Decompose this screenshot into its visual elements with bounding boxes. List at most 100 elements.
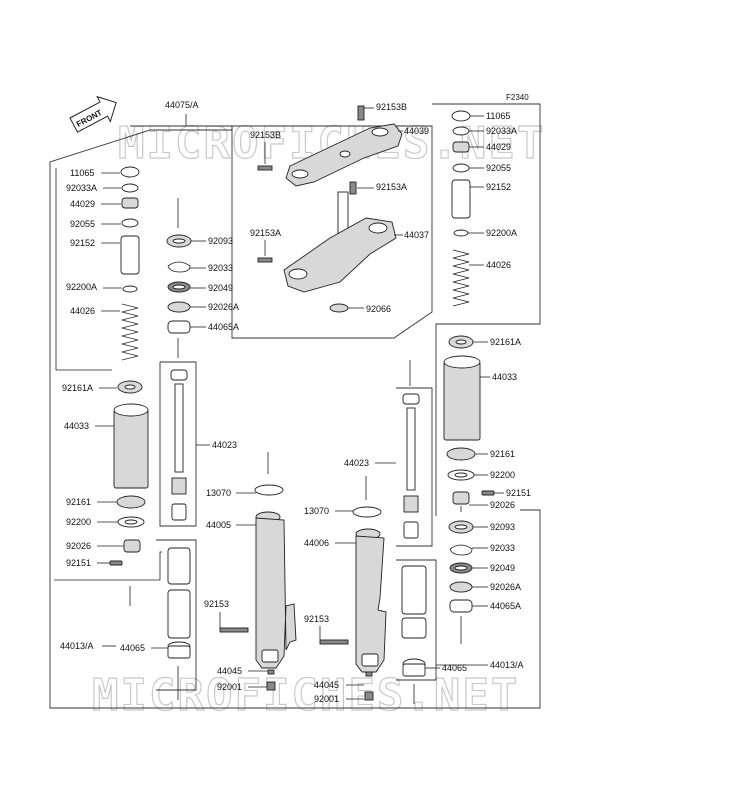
bolt-92153b-top (357, 105, 365, 121)
label-c-13070: 13070 (206, 488, 231, 498)
spring-44026 (121, 303, 139, 361)
label-r-92033a: 92033A (486, 126, 517, 136)
cover-44033-r (443, 361, 481, 441)
clip-92033-r (449, 544, 473, 556)
ring-13070-b (352, 506, 382, 518)
label-r-44026: 44026 (486, 260, 511, 270)
triple-clamp-frame (231, 125, 433, 339)
screw-92151-r (481, 490, 495, 496)
label-m-44006: 44006 (304, 538, 329, 548)
label-r-92055: 92055 (486, 163, 511, 173)
label-c-92001: 92001 (217, 682, 242, 692)
clamp-92026a-r (449, 581, 473, 593)
clamp-92026a (167, 301, 191, 313)
label-r-44013a: 44013/A (490, 660, 524, 670)
bushing-92161 (116, 495, 146, 509)
head-44023 (170, 369, 188, 381)
piece-rod (171, 503, 187, 521)
bolt-92153b-side (257, 165, 273, 171)
label-r-44029: 44029 (486, 142, 511, 152)
washer-44045 (267, 669, 275, 675)
bushing-44065a-r (449, 599, 473, 613)
front-arrow-icon: FRONT (69, 95, 117, 133)
label-c-92153: 92153 (204, 599, 229, 609)
damper-rod-44023-b (406, 407, 416, 491)
label-t-92153b-b: 92153B (250, 130, 281, 140)
tube-44013-b (401, 565, 427, 615)
label-c-44045: 44045 (217, 666, 242, 676)
clamp-92026-r (452, 491, 470, 505)
outer-tube-44005 (219, 452, 297, 691)
clip-92033 (167, 261, 191, 273)
label-44029: 44029 (70, 199, 95, 209)
spacer-92152 (120, 235, 140, 275)
label-92151: 92151 (66, 558, 91, 568)
spring-rod (171, 477, 187, 495)
center-right-labels: 44023 13070 44006 92153 44045 92001 (304, 458, 396, 704)
bushing-44065-b (402, 663, 426, 677)
label-c-92026a: 92026A (208, 302, 239, 312)
label-m-92001: 92001 (314, 694, 339, 704)
right-labels: 11065 92033A 44029 92055 92152 92200A 44… (425, 111, 531, 673)
label-c-44065a: 44065A (208, 322, 239, 332)
bushing-44065 (167, 645, 191, 659)
label-r-44065a: 44065A (490, 601, 521, 611)
cap-11065-r (451, 110, 471, 122)
label-t-92153a-b: 92153A (250, 228, 281, 238)
label-92026: 92026 (66, 541, 91, 551)
cap-11065 (120, 166, 140, 178)
triple-clamp-labels: 92153B 44039 92153B 92153A 92153A 44037 … (250, 102, 429, 314)
label-92161: 92161 (66, 497, 91, 507)
label-t-44037: 44037 (404, 230, 429, 240)
label-c-92033: 92033 (208, 263, 233, 273)
label-m-92153: 92153 (304, 614, 329, 624)
clamp-92026 (123, 539, 141, 553)
label-44026: 44026 (70, 306, 95, 316)
bushing-44065a (167, 320, 191, 334)
bolt-92001-b (364, 691, 374, 701)
tube-44013 (167, 547, 191, 585)
diagram-code: F2340 (506, 93, 529, 102)
label-t-92066: 92066 (366, 304, 391, 314)
washer-92200a (122, 285, 138, 293)
label-c-92093: 92093 (208, 236, 233, 246)
label-r-92161a: 92161A (490, 337, 521, 347)
left-fork-parts (109, 166, 149, 566)
label-c-44023: 44023 (212, 440, 237, 450)
label-44013a: 44013/A (60, 641, 94, 651)
oring-92033a-r (452, 126, 470, 136)
label-r-92033: 92033 (490, 543, 515, 553)
bolt-44029 (121, 197, 139, 209)
label-r-44065: 44065 (442, 663, 467, 673)
label-r-92026: 92026 (490, 500, 515, 510)
label-r-92152: 92152 (486, 182, 511, 192)
oring-92055-r (452, 163, 470, 173)
lower-bracket-44037 (283, 217, 397, 293)
right-assembly-frame (432, 103, 541, 516)
label-c-92049: 92049 (208, 283, 233, 293)
label-m-44023: 44023 (344, 458, 369, 468)
bolt-92153-left (219, 627, 249, 633)
bolt-92153a-top (349, 181, 357, 195)
cover-44033 (113, 409, 149, 489)
bushing-92161-r (446, 447, 476, 461)
label-c-44005: 44005 (206, 520, 231, 530)
center-right-parts (319, 360, 437, 704)
center-left-parts (156, 198, 197, 700)
label-m-44045: 44045 (314, 680, 339, 690)
seal-92066 (329, 303, 349, 313)
label-t-92153b-a: 92153B (376, 102, 407, 112)
label-44065: 44065 (120, 643, 145, 653)
label-92200: 92200 (66, 517, 91, 527)
label-r-92049: 92049 (490, 563, 515, 573)
label-r-92151: 92151 (506, 488, 531, 498)
label-11065: 11065 (70, 168, 94, 178)
label-44033: 44033 (64, 421, 89, 431)
label-m-13070: 13070 (304, 506, 329, 516)
left-labels: 11065 92033A 44029 92055 92152 92200A 44… (54, 168, 170, 653)
bolt-92153a-side (257, 257, 273, 263)
label-92152: 92152 (70, 238, 95, 248)
center-left-labels: 92093 92033 92049 92026A 44065A 44023 13… (190, 236, 268, 692)
washer-92200a-r (453, 229, 469, 237)
